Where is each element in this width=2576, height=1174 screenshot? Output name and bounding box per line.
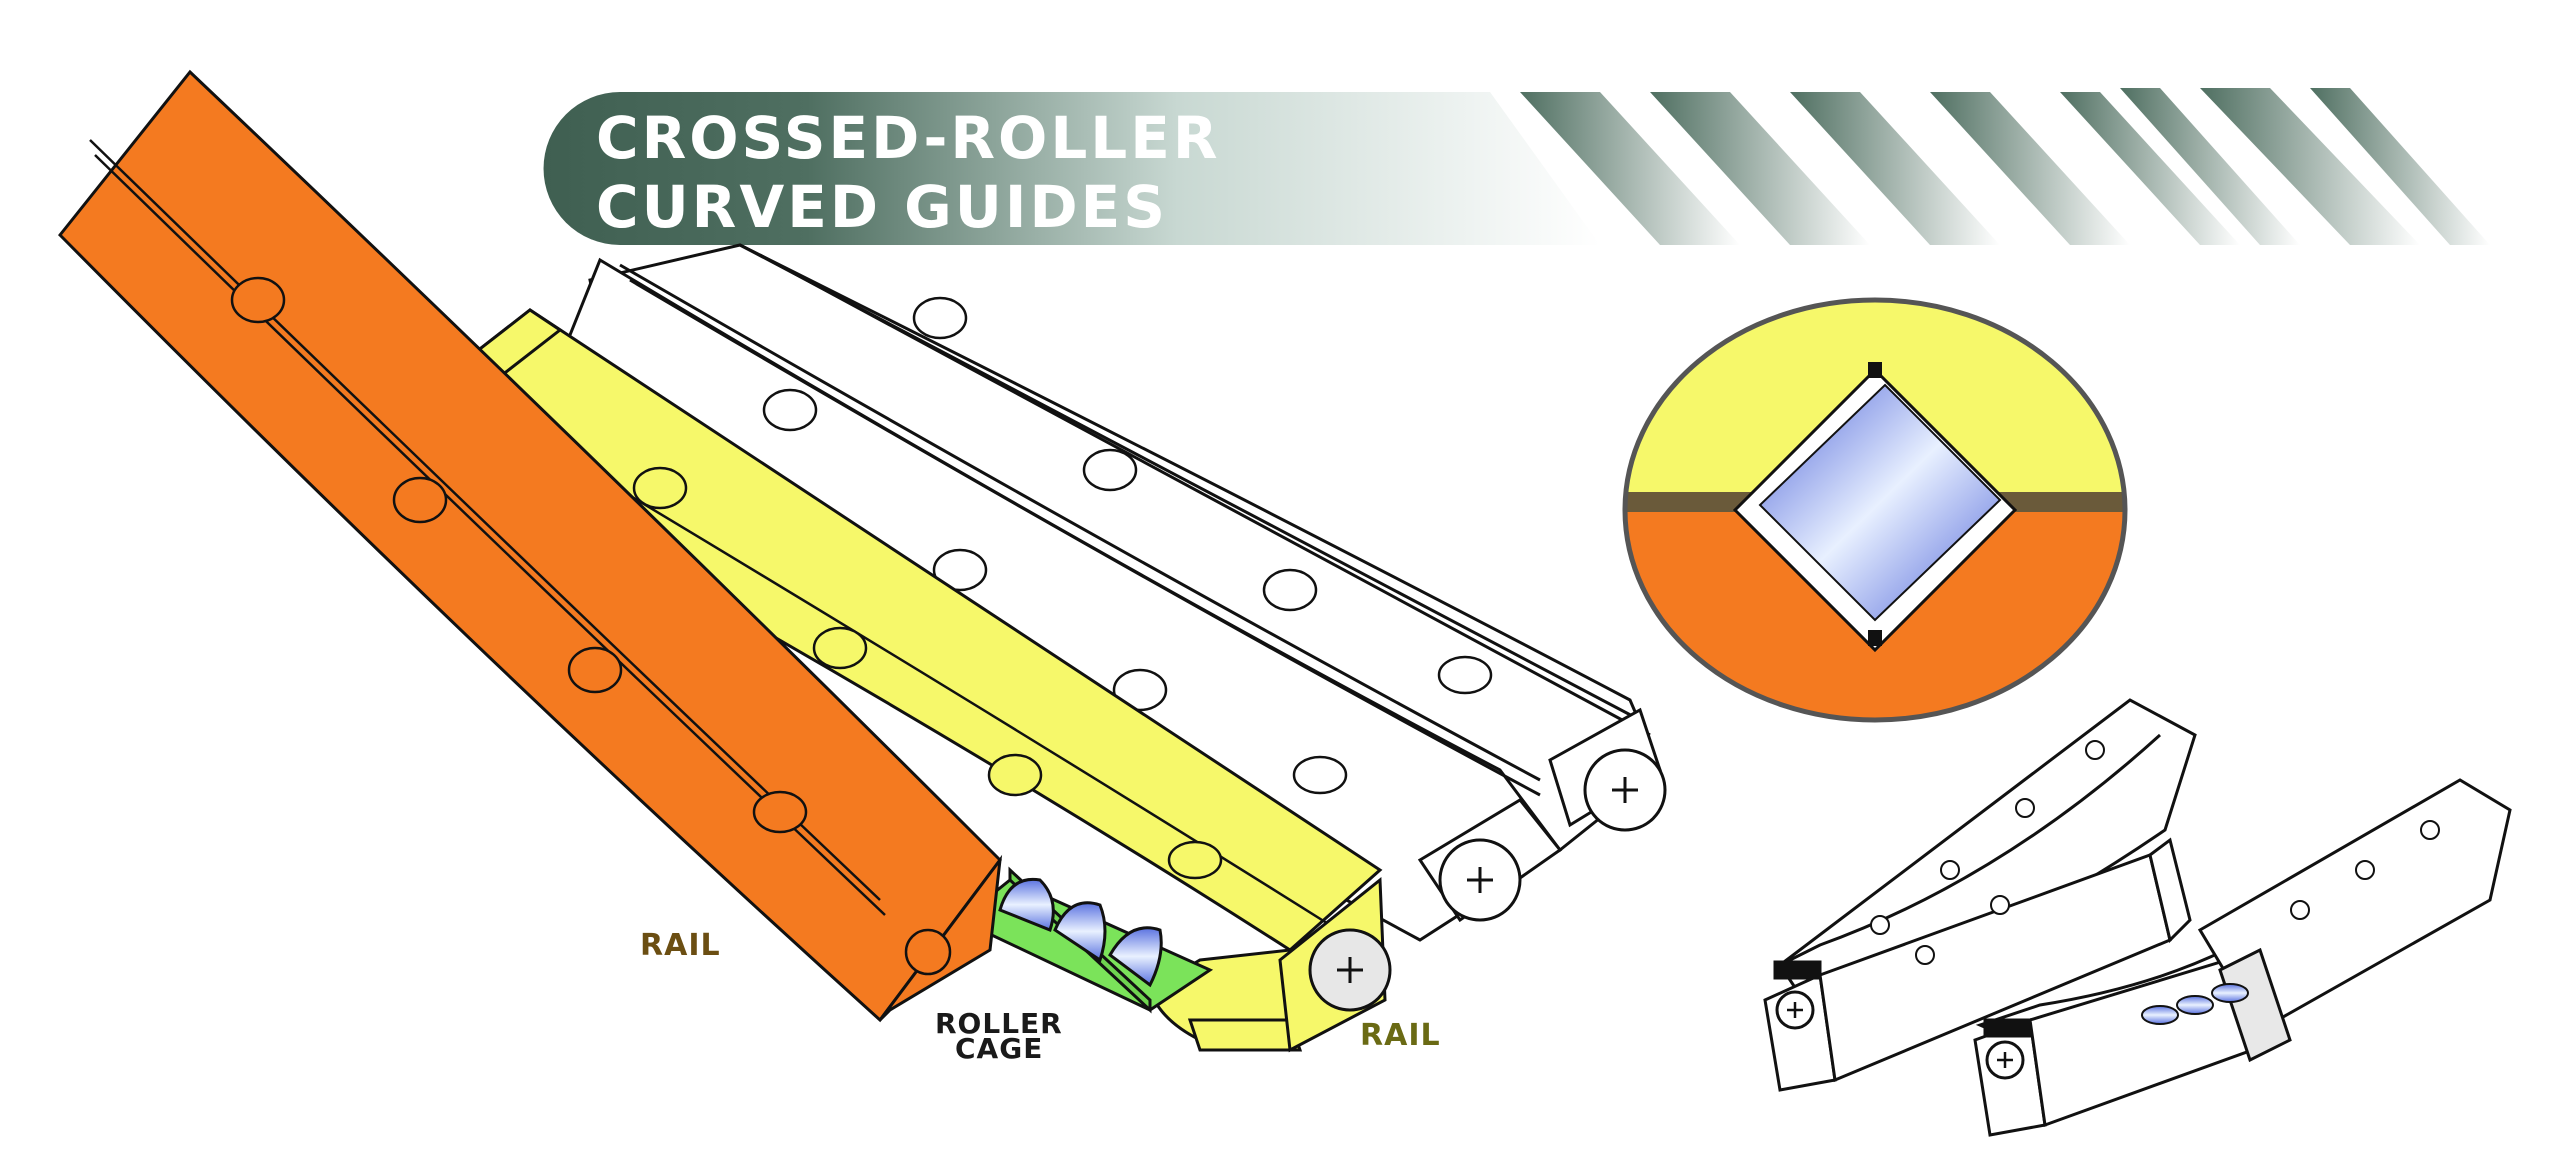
screw-icon — [1308, 928, 1392, 1012]
small-guide-assembly-1 — [1763, 698, 2197, 1092]
orange-rail-holes — [230, 276, 952, 976]
screw-icon — [1583, 748, 1667, 832]
label-roller-cage-line1: ROLLER — [935, 1007, 1063, 1040]
small-guide-2-holes — [2290, 820, 2440, 920]
small-guide-1-holes — [1870, 740, 2105, 965]
yellow-rail-holes — [632, 466, 1223, 880]
callout-labels: RAIL ROLLER CAGE RAIL — [640, 928, 1441, 1065]
small-rollers — [2141, 983, 2249, 1025]
orange-rail — [57, 69, 1003, 1023]
screw-icon — [1438, 838, 1522, 922]
small-guide-assembly-2 — [1973, 778, 2512, 1137]
screw-icon — [1985, 1040, 2025, 1080]
roller-cage — [957, 866, 1214, 1014]
label-rail-right: RAIL — [1360, 1018, 1441, 1053]
banner-stripes — [1520, 88, 2490, 245]
white-rail-holes — [762, 296, 1493, 795]
banner-title-line1: CROSSED-ROLLER — [596, 104, 1221, 172]
screw-icon — [1775, 990, 1815, 1030]
rollers — [998, 877, 1163, 988]
label-rail-left: RAIL — [640, 928, 721, 963]
title-banner: CROSSED-ROLLER CURVED GUIDES — [543, 88, 2490, 245]
cross-section-detail — [1622, 297, 2128, 723]
banner-title-line2: CURVED GUIDES — [596, 173, 1168, 241]
label-roller-cage-line2: CAGE — [955, 1032, 1043, 1065]
white-rail-assembly — [558, 243, 1667, 942]
